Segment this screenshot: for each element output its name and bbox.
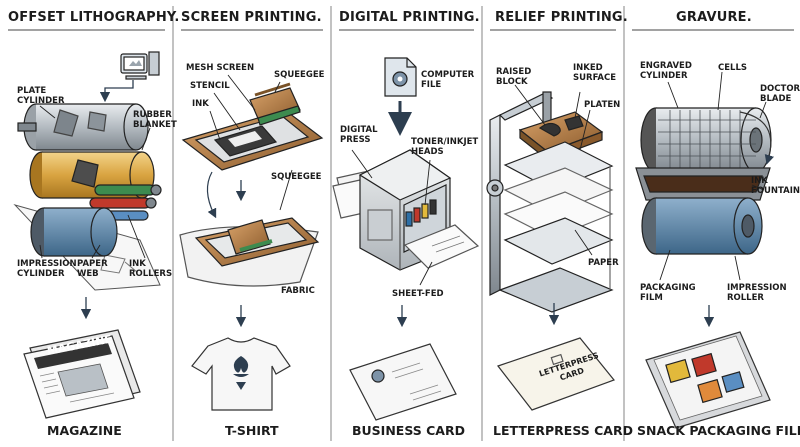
gravure-illustration (635, 71, 774, 429)
label-platen: PLATEN (584, 100, 621, 110)
output-t-shirt: T-SHIRT (225, 423, 279, 438)
computer-icon (120, 51, 160, 80)
label-fabric: FABRIC (281, 286, 315, 296)
business-card-product (349, 343, 457, 421)
label-digital-press: DIGITAL PRESS (340, 125, 378, 145)
panel-title-relief: RELIEF PRINTING. (495, 10, 628, 25)
label-impression-roller: IMPRESSION ROLLER (727, 283, 787, 303)
label-squeegee-top: SQUEEGEE (274, 70, 325, 80)
label-ink: INK (192, 99, 209, 109)
offset-illustration (13, 51, 162, 419)
label-ink-rollers: INK ROLLERS (129, 259, 173, 279)
screen-illustration (179, 74, 324, 411)
label-engraved-cylinder: ENGRAVED CYLINDER (640, 61, 692, 81)
panel-dividers (172, 6, 625, 441)
label-paper: PAPER (588, 258, 619, 268)
label-rubber-blanket: RUBBER BLANKET (133, 110, 177, 130)
output-magazine: MAGAZINE (47, 423, 122, 438)
label-squeegee-bottom: SQUEEGEE (271, 172, 322, 182)
panel-title-gravure: GRAVURE. (676, 10, 752, 25)
gear-file-icon (384, 57, 417, 97)
label-impression-cylinder: IMPRESSION CYLINDER (17, 259, 77, 279)
relief-illustration (486, 84, 615, 411)
magazine-product (23, 329, 141, 419)
label-sheet-fed: SHEET-FED (392, 289, 444, 299)
label-toner-heads: TONER/INKJET HEADS (411, 137, 479, 157)
tshirt-product (191, 337, 291, 411)
label-mesh-screen: MESH SCREEN (186, 63, 255, 73)
output-snack-packaging-film: SNACK PACKAGING FILM (637, 423, 800, 438)
label-inked-surface: INKED SURFACE (573, 63, 617, 83)
label-paper-web: PAPER WEB (77, 259, 108, 279)
output-letterpress-card: LETTERPRESS CARD (493, 423, 633, 438)
panel-title-screen: SCREEN PRINTING. (181, 10, 322, 25)
label-stencil: STENCIL (190, 81, 230, 91)
label-doctor-blade: DOCTOR BLADE (760, 84, 800, 104)
panel-title-digital: DIGITAL PRINTING. (339, 10, 480, 25)
digital-illustration (332, 57, 480, 421)
output-business-card: BUSINESS CARD (352, 423, 465, 438)
label-cells: CELLS (718, 63, 747, 73)
panel-title-offset: OFFSET LITHOGRAPHY. (8, 10, 180, 25)
letterpress-card-product (497, 337, 615, 411)
engraved-cells (658, 110, 756, 170)
snack-pouch-product (645, 331, 771, 429)
label-packaging-film: PACKAGING FILM (640, 283, 696, 303)
label-raised-block: RAISED BLOCK (496, 67, 532, 87)
label-ink-fountain: INK FOUNTAIN (751, 176, 800, 196)
label-plate-cylinder: PLATE CYLINDER (17, 86, 65, 106)
label-computer-file: COMPUTER FILE (421, 70, 475, 90)
